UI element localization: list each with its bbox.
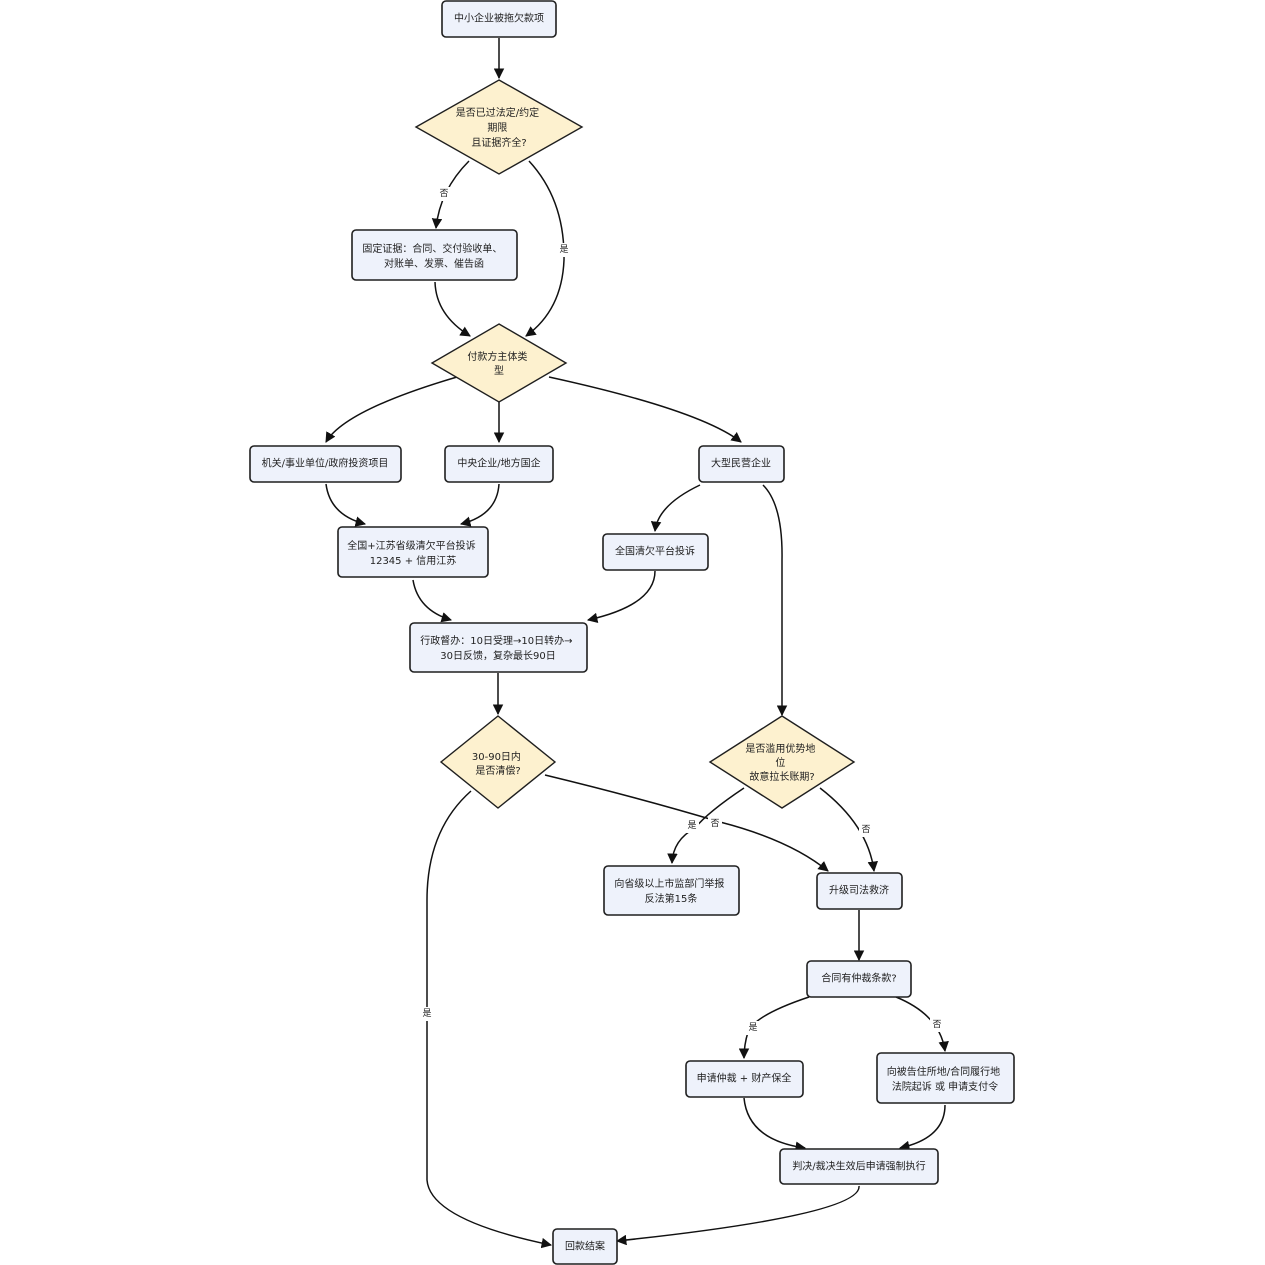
edge-deadline-yes-to-payer: [525, 160, 565, 337]
edge-arbitration-to-enforce: [743, 1097, 807, 1152]
edge-label-yes: 是: [559, 244, 568, 255]
node-soe: 中央企业/地方国企: [444, 445, 554, 483]
svg-text:是否滥用优势地 位 故意拉长账期?: 是否滥用优势地 位 故意拉长账期?: [745, 742, 818, 783]
node-private: 大型民营企业: [698, 445, 785, 483]
node-platform-js-line-2: 12345 + 信用江苏: [370, 554, 457, 567]
node-gov-text: 机关/事业单位/政府投资项目: [262, 457, 389, 470]
decision-abuse: 是否滥用优势地 位 故意拉长账期?: [708, 715, 856, 809]
edges: [325, 38, 949, 1249]
edge-label-yes: 是: [687, 820, 696, 831]
node-gov: 机关/事业单位/政府投资项目: [249, 445, 402, 483]
edge-platform-nat-to-admin: [586, 570, 656, 624]
svg-text:付款方主体类 型: 付款方主体类 型: [467, 350, 530, 377]
node-evidence-line-1: 固定证据：合同、交付验收单、: [362, 242, 502, 255]
node-evidence-line-2: 对账单、发票、催告函: [384, 257, 484, 270]
edge-enforce-to-end: [615, 1185, 860, 1246]
node-admin-line-1: 行政督办：10日受理→10日转办→: [420, 634, 572, 647]
edge-lawsuit-to-enforce: [898, 1104, 946, 1152]
node-start-text: 中小企业被拖欠款项: [454, 12, 544, 25]
svg-text:向省级以上市监部门举报 反法第15条: 向省级以上市监部门举报 反法第15条: [614, 877, 727, 905]
decision-abuse-line-1: 是否滥用优势地: [745, 742, 815, 755]
node-arbitration-text: 申请仲裁 + 财产保全: [697, 1072, 792, 1085]
svg-text:固定证据：合同、交付验收单、 对账单、发票、催告: 固定证据：合同、交付验收单、 对账单、发票、催告函: [362, 242, 505, 270]
node-lawsuit-line-2: 法院起诉 或 申请支付令: [892, 1080, 998, 1093]
svg-text:30-90日内 是否清偿?: 30-90日内 是否清偿?: [472, 750, 524, 777]
node-end-text: 回款结案: [565, 1240, 605, 1253]
edge-private-to-platform-nat: [650, 484, 701, 533]
node-platform-nat-text: 全国清欠平台投诉: [615, 545, 695, 558]
edge-payer-to-private: [548, 376, 742, 443]
node-platform-nat: 全国清欠平台投诉: [602, 533, 709, 571]
decision-paid-line-2: 是否清偿?: [475, 764, 520, 777]
node-lawsuit: 向被告住所地/合同履行地 法院起诉 或 申请支付令: [876, 1052, 1015, 1104]
edge-label-no: 否: [932, 1019, 941, 1030]
edge-label-no: 否: [861, 824, 870, 835]
node-soe-text: 中央企业/地方国企: [457, 457, 540, 470]
node-admin-line-2: 30日反馈，复杂最长90日: [440, 649, 555, 662]
node-judicial-text: 升级司法救济: [829, 884, 889, 897]
edge-private-to-abuse: [762, 484, 788, 717]
node-admin: 行政督办：10日受理→10日转办→ 30日反馈，复杂最长90日: [409, 622, 588, 673]
decision-payer-line-2: 型: [494, 364, 504, 377]
decision-paid-line-1: 30-90日内: [472, 750, 521, 763]
decision-payer-line-1: 付款方主体类: [467, 350, 527, 363]
edge-label-yes: 是: [748, 1022, 757, 1033]
edge-label-yes: 是: [422, 1008, 431, 1019]
decision-deadline: 是否已过法定/约定 期限 且证据齐全?: [414, 79, 584, 175]
node-arb-question-text: 合同有仲裁条款?: [821, 972, 896, 985]
edge-abuse-no-to-judicial: [819, 787, 878, 873]
svg-text:是否已过法定/约定 期限 且证据齐全: 是否已过法定/约定 期限 且证据齐全?: [456, 106, 543, 149]
node-judicial: 升级司法救济: [816, 872, 903, 910]
decision-deadline-line-1: 是否已过法定/约定: [456, 106, 539, 119]
node-report-line-2: 反法第15条: [645, 892, 698, 905]
node-report: 向省级以上市监部门举报 反法第15条: [603, 865, 740, 916]
node-arbitration: 申请仲裁 + 财产保全: [685, 1060, 804, 1098]
svg-text:向被告住所地/合同履行地 法院起诉 或 申请支付: 向被告住所地/合同履行地 法院起诉 或 申请支付令: [887, 1065, 1004, 1093]
node-enforce-text: 判决/裁决生效后申请强制执行: [792, 1160, 925, 1173]
edge-label-no: 否: [439, 188, 448, 199]
node-end: 回款结案: [552, 1228, 618, 1265]
edge-platform-js-to-admin: [412, 579, 453, 623]
svg-text:行政督办：10日受理→10日转办→ 30日反馈，: 行政督办：10日受理→10日转办→ 30日反馈，复杂最长90日: [420, 634, 575, 662]
svg-text:全国+江苏省级清欠平台投诉 12345 + 信用: 全国+江苏省级清欠平台投诉 12345 + 信用江苏: [347, 539, 479, 567]
node-lawsuit-line-1: 向被告住所地/合同履行地: [887, 1065, 1000, 1078]
edge-soe-to-platform-js: [459, 483, 500, 527]
decision-payer: 付款方主体类 型: [430, 323, 568, 403]
node-report-line-1: 向省级以上市监部门举报: [614, 877, 724, 890]
decision-abuse-line-3: 故意拉长账期?: [749, 770, 814, 783]
edge-payer-to-gov: [325, 376, 458, 443]
edge-label-no: 否: [710, 818, 719, 829]
node-arb-question: 合同有仲裁条款?: [806, 960, 912, 998]
node-platform-js: 全国+江苏省级清欠平台投诉 12345 + 信用江苏: [337, 526, 489, 578]
decision-deadline-line-3: 且证据齐全?: [471, 136, 526, 149]
node-evidence: 固定证据：合同、交付验收单、 对账单、发票、催告函: [351, 229, 518, 281]
edge-paid-yes-to-end: [426, 790, 553, 1249]
node-start: 中小企业被拖欠款项: [441, 0, 557, 38]
node-enforce: 判决/裁决生效后申请强制执行: [779, 1148, 939, 1185]
edge-gov-to-platform-js: [325, 483, 367, 527]
edge-evidence-to-payer: [434, 281, 471, 337]
decision-paid: 30-90日内 是否清偿?: [439, 715, 557, 809]
node-platform-js-line-1: 全国+江苏省级清欠平台投诉: [347, 539, 475, 552]
edge-labels: 否 是 是 否 否 是 否 是: [420, 187, 944, 1035]
node-private-text: 大型民营企业: [711, 457, 771, 470]
decision-deadline-line-2: 期限: [487, 122, 507, 134]
decision-abuse-line-2: 位: [775, 756, 785, 769]
